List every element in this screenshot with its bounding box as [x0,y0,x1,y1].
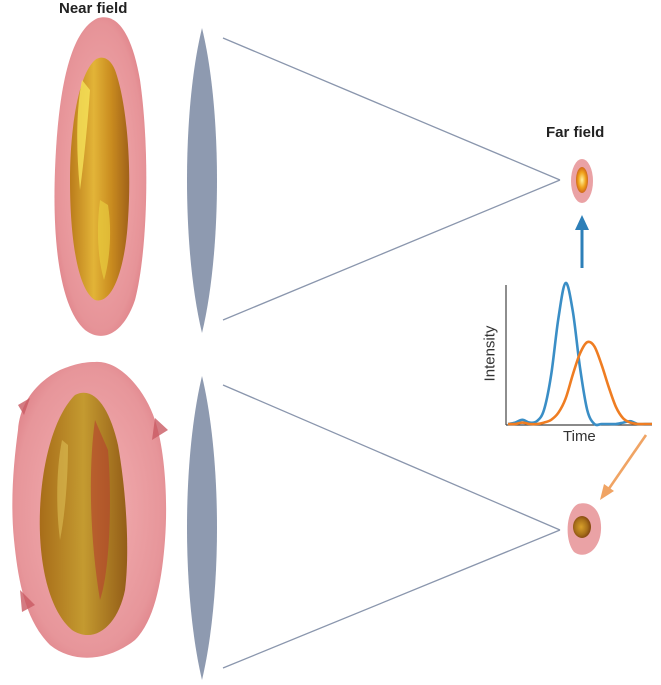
near-field-beam-bottom [12,361,168,658]
inner-highlight-top-2 [97,200,111,280]
lens-bottom [187,376,217,680]
ray-bottom-lower [222,529,561,669]
inner-highlight-top [77,80,90,190]
far-field-label: Far field [546,124,605,141]
near-field-beam-top [54,17,147,336]
ray-top-upper [222,37,561,181]
intensity-plot [505,281,652,427]
plot-y-axis-label: Intensity [481,325,499,382]
far-field-spot-top [571,159,593,203]
ray-bottom-upper [222,384,561,531]
lens-top [187,28,217,333]
blue-arrow-up [575,215,589,268]
orange-arrow-diagonal [600,434,648,500]
near-field-label: Near field [59,0,128,17]
far-field-spot-bottom [567,503,602,555]
ray-top-lower [222,179,561,321]
inner-dark-band-bottom [90,420,110,600]
orange-pulse-trace [507,340,652,426]
inner-highlight-bottom [57,440,68,540]
plot-x-axis-label: Time [563,428,596,445]
